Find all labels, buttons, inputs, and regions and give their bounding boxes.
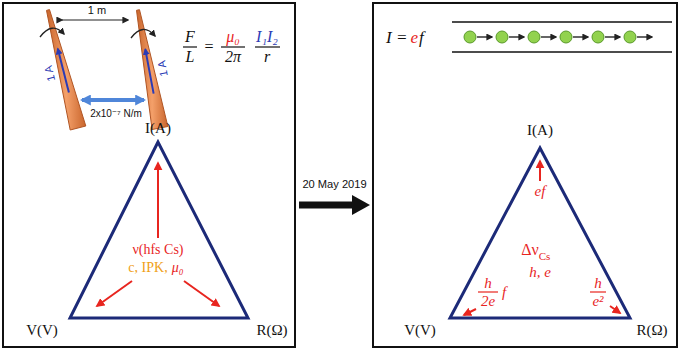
fraction-bar [183, 46, 197, 47]
realisation-label: f [502, 285, 506, 300]
realisation-label: h [594, 276, 602, 291]
quantity-triangle: I(A) efΔνCs h, e h 2e fV(V) h e² R(Ω) [380, 118, 674, 344]
field-arrow [40, 28, 64, 37]
electron-row [464, 31, 652, 43]
panel-after: I(A)efΔνCsh, eh2efV(V)he²R(Ω)I =ef [372, 2, 678, 348]
formula-term: r [264, 49, 270, 65]
transition-arrow [299, 202, 352, 209]
channel-wall [452, 51, 672, 53]
formula-term: I₁I₂ [256, 29, 278, 45]
fraction-bar [590, 291, 606, 292]
current-label: 1 A [42, 64, 57, 82]
triangle-outline [14, 118, 290, 344]
formula-term: e [410, 29, 418, 46]
realisation-label: ef [535, 184, 546, 199]
vertex-label: R(Ω) [636, 323, 667, 338]
formula-term: L [186, 49, 195, 65]
date-label: 20 May 2019 [300, 178, 368, 191]
vertex-label: I(A) [145, 121, 171, 136]
quantity-triangle: I(A) ν(hfs Cs) c, IPK, μ₀ V(V) R(Ω) [14, 118, 290, 344]
field-arrow [131, 29, 155, 38]
realisation-arrow [610, 306, 620, 313]
force-label: 2x10⁻⁷ N/m [90, 109, 142, 119]
formula-term: 2π [225, 49, 241, 65]
realisation-arrow [184, 281, 219, 306]
vertex-label: V(V) [26, 323, 58, 338]
triangle-outline [70, 142, 248, 318]
electron-arrow [477, 36, 492, 38]
fraction-bar [255, 46, 280, 47]
constant-label: c, IPK, [128, 261, 167, 275]
electron [624, 31, 636, 43]
electron-arrow [605, 36, 620, 38]
current-label: 1 A [156, 60, 170, 78]
distance-arrow [62, 19, 128, 20]
realisation-label: e² [592, 294, 603, 309]
channel-wall [452, 21, 672, 23]
vertex-label: I(A) [527, 123, 553, 138]
realisation-arrow [97, 281, 132, 306]
distance-label: 1 m [88, 5, 106, 16]
triangle-outline [450, 148, 630, 318]
formula-term: = [204, 39, 213, 55]
electron-arrow [509, 36, 524, 38]
formula-term: I = [386, 29, 407, 46]
fraction-bar [221, 46, 245, 47]
electron [592, 31, 604, 43]
constant-label: Δν [521, 242, 539, 258]
formula-term: μ₀ [226, 29, 240, 45]
triangle-outline [380, 118, 674, 344]
formula-term: f [419, 29, 424, 46]
realisation-label: 2e [481, 294, 495, 309]
force-arrow [82, 98, 144, 102]
current-arrow [58, 49, 69, 93]
realisation-arrow [464, 309, 476, 315]
realisation-arrow [157, 163, 159, 238]
constant-label: Cs [539, 251, 551, 262]
vertex-label: R(Ω) [256, 323, 287, 338]
electron [560, 31, 572, 43]
electron-arrow [573, 36, 588, 38]
formula-term: F [185, 29, 195, 45]
electron-arrow [637, 36, 652, 38]
electron [464, 31, 476, 43]
realisation-arrow [539, 161, 541, 181]
constant-label: ν(hfs Cs) [132, 243, 183, 257]
fraction-bar [478, 291, 498, 292]
constant-label: μ₀ [172, 261, 184, 275]
current-arrow [145, 49, 153, 93]
panel-before: I(A) ν(hfs Cs) c, IPK, μ₀ V(V) R(Ω) 1 m 1 A 1 A 2… [2, 2, 296, 348]
electron [528, 31, 540, 43]
electron-arrow [541, 36, 556, 38]
electron [496, 31, 508, 43]
vertex-label: V(V) [404, 323, 436, 338]
constant-label: h, e [529, 265, 551, 280]
realisation-label: h [484, 276, 492, 291]
